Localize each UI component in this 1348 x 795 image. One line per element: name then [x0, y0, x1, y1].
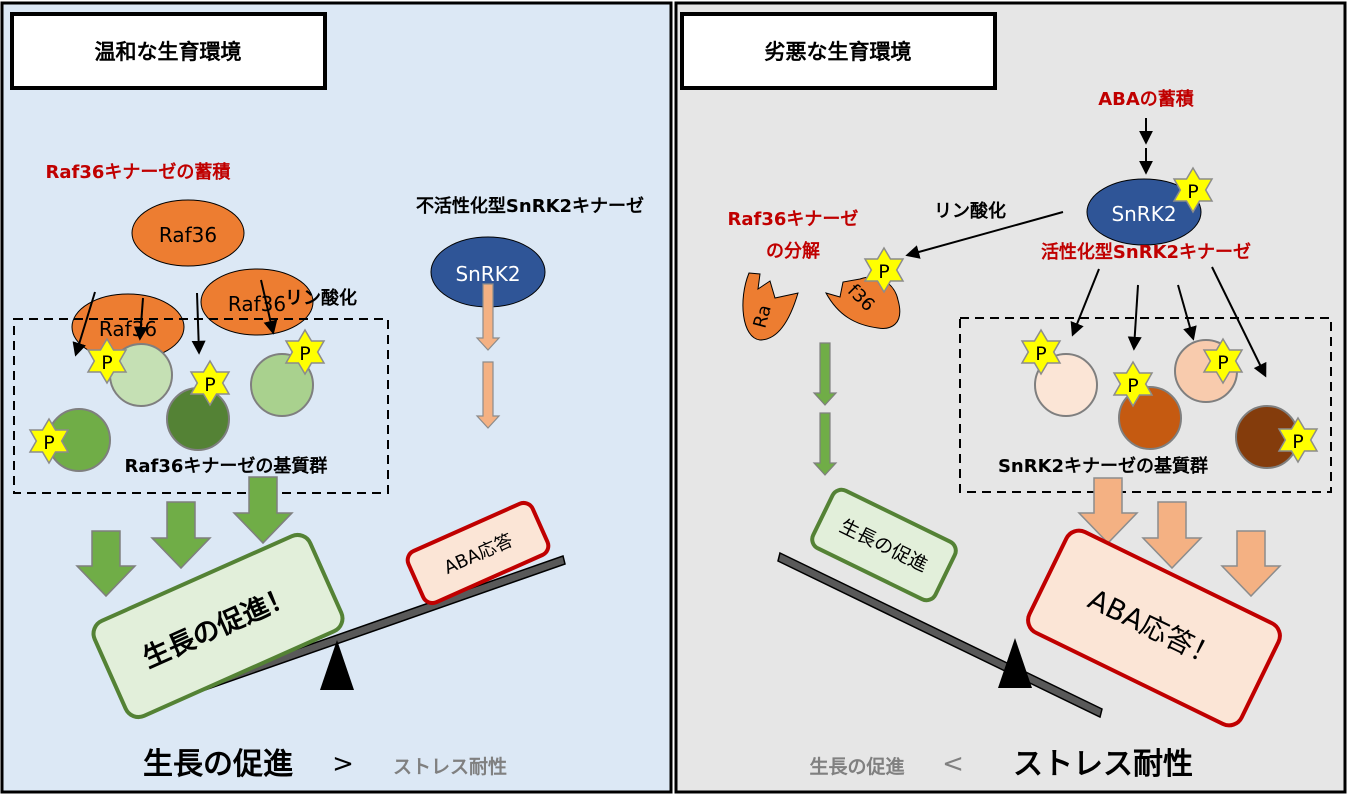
right-panel: 劣悪な生育環境 ABAの蓄積 SnRK2 P リン酸化 Raf36キナーゼ の分…	[674, 1, 1347, 794]
substrate: P	[1021, 329, 1098, 417]
snrk2-label: SnRK2	[455, 262, 520, 286]
left-title-box	[10, 12, 327, 90]
snrk2-kinase-active: SnRK2 P	[1086, 167, 1213, 246]
snrk2-kinase-inactive: SnRK2	[430, 236, 546, 308]
raf36-fragment-left: Ra	[742, 272, 799, 341]
substrate: P	[87, 338, 173, 407]
substrates-group-box	[13, 318, 389, 494]
phospho-mark: P	[101, 352, 112, 374]
inactive-signal-arrow	[475, 283, 501, 351]
raf36-label: Raf36	[228, 292, 286, 316]
summary-weak: 生長の促進	[809, 755, 904, 778]
phosphorylation-label: リン酸化	[934, 200, 1006, 222]
raf-degradation-label-line2: の分解	[766, 240, 820, 262]
growth-signal-arrow-weak	[812, 412, 838, 476]
phosphorylation-arrow	[1211, 266, 1267, 378]
substrate: P	[1113, 361, 1182, 450]
phosphorylation-arrow	[905, 211, 1064, 259]
aba-accumulation-label: ABAの蓄積	[1098, 88, 1195, 110]
growth-promotion-box: 生長の促進！	[91, 532, 345, 720]
seesaw-fulcrum	[998, 638, 1032, 688]
substrates-label: SnRK2キナーゼの基質群	[998, 455, 1208, 477]
phospho-mark: P	[43, 432, 54, 454]
phospho-mark: P	[299, 343, 310, 365]
stress-signal-arrow	[1077, 477, 1139, 545]
inactive-snrk2-label: 不活性化型SnRK2キナーゼ	[416, 195, 644, 217]
raf36-kinase: Raf36	[131, 199, 245, 267]
phospho-mark: P	[878, 261, 889, 283]
aba-response-box: ABA応答！	[1026, 528, 1282, 728]
substrate: P	[250, 329, 325, 417]
left-title: 温和な生育環境	[95, 40, 242, 64]
phospho-mark: P	[1292, 431, 1303, 453]
summary-comparator: <	[942, 749, 964, 779]
growth-promotion-box: 生長の促進	[810, 487, 958, 603]
growth-signal-arrow	[232, 476, 294, 545]
phosphorylation-arrow	[1127, 284, 1142, 351]
phosphorylation-arrows	[72, 279, 278, 357]
substrate: P	[1174, 338, 1243, 403]
growth-signal-arrow-weak	[812, 342, 838, 406]
phosphorylation-arrows	[1070, 266, 1267, 378]
substrate: P	[1235, 405, 1318, 469]
phospho-mark: P	[1217, 352, 1228, 374]
phosphorylation-arrow	[1070, 268, 1100, 337]
raf-accumulation-label: Raf36キナーゼの蓄積	[46, 161, 232, 183]
raf-degradation-label-line1: Raf36キナーゼ	[728, 208, 859, 230]
raf36-label: Raf36	[159, 223, 217, 247]
summary-comparator: >	[332, 749, 354, 779]
summary-weak: ストレス耐性	[393, 755, 507, 778]
phospho-mark: P	[204, 374, 215, 396]
right-title-box	[680, 12, 997, 90]
substrate: P	[166, 360, 230, 451]
growth-signal-arrow	[150, 501, 212, 570]
raf36-fragment-right: f36 P	[824, 247, 904, 329]
phospho-mark: P	[1035, 343, 1046, 365]
aba-response-box: ABA応答	[405, 500, 551, 606]
stress-signal-arrow	[1141, 501, 1203, 570]
inactive-signal-arrow	[475, 361, 501, 429]
left-panel: 温和な生育環境 Raf36キナーゼの蓄積 Raf36 Raf36 Raf36 不…	[0, 1, 673, 794]
substrates-group-box	[959, 317, 1332, 493]
phosphorylation-arrow	[191, 292, 206, 355]
substrate: P	[29, 408, 111, 472]
substrates-label: Raf36キナーゼの基質群	[125, 455, 328, 477]
seesaw	[777, 551, 1103, 719]
phosphorylation-arrow	[260, 279, 278, 335]
phosphorylation-arrow	[1177, 284, 1197, 341]
active-snrk2-label: 活性化型SnRK2キナーゼ	[1041, 241, 1251, 263]
snrk2-label: SnRK2	[1111, 202, 1176, 226]
phosphorylation-arrow	[72, 291, 96, 357]
phospho-mark: P	[1187, 181, 1198, 203]
summary-strong: 生長の促進	[143, 747, 293, 782]
phospho-mark: P	[1127, 375, 1138, 397]
phosphorylation-label: リン酸化	[285, 287, 357, 309]
growth-signal-arrow	[75, 530, 137, 598]
right-title: 劣悪な生育環境	[765, 40, 912, 64]
seesaw-fulcrum	[320, 640, 354, 690]
stress-signal-arrow	[1220, 530, 1282, 598]
raf36-label: Raf36	[99, 317, 157, 341]
summary-strong: ストレス耐性	[1013, 747, 1193, 782]
